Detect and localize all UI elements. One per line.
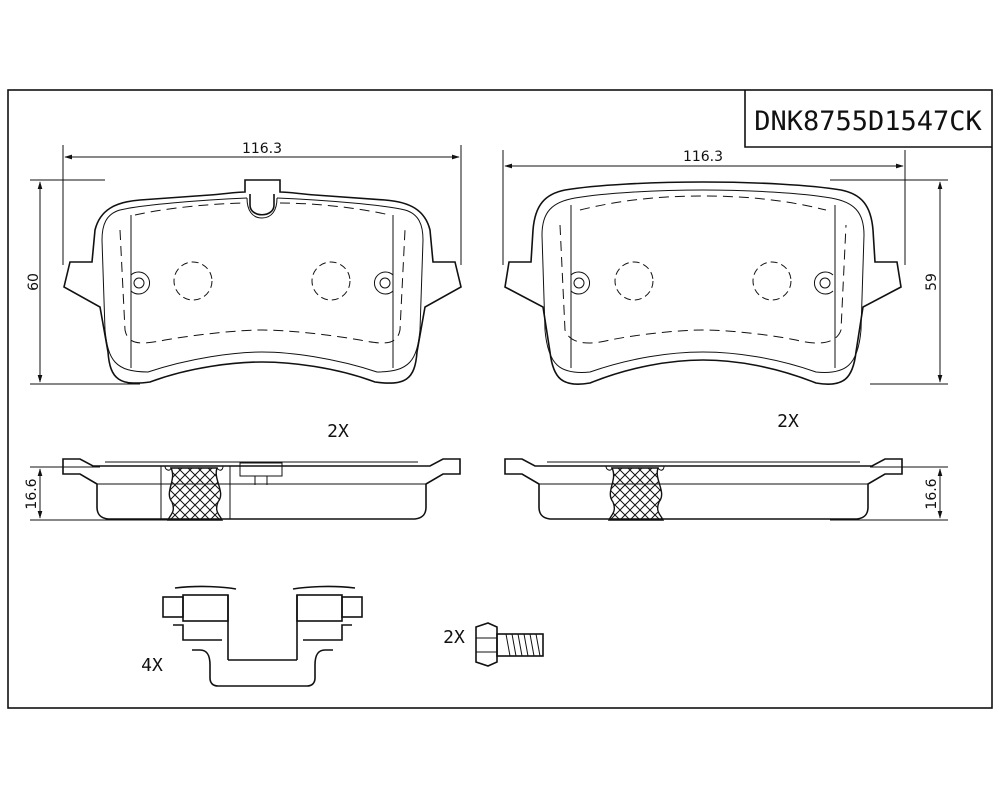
right-pad-quantity: 2X xyxy=(777,411,799,432)
drawing-border xyxy=(7,89,993,709)
right-pad-friction-hatch xyxy=(607,467,665,521)
left-pad-quantity: 2X xyxy=(327,421,349,442)
right-pad-front-view: 116.3 59 xyxy=(502,149,948,385)
left-height-dimension: 60 xyxy=(26,273,42,291)
right-height-dimension: 59 xyxy=(924,273,940,291)
left-pad-friction-hatch xyxy=(166,467,224,521)
left-width-dimension: 116.3 xyxy=(242,141,282,157)
left-pad-holes xyxy=(130,261,394,301)
left-thickness-dimension: 16.6 xyxy=(24,478,40,509)
bolt-quantity: 2X xyxy=(443,627,465,648)
part-number: DNK8755D1547CK xyxy=(754,106,982,137)
right-width-dimension: 116.3 xyxy=(683,149,723,165)
retaining-clip xyxy=(162,585,363,687)
left-pad-side-view: 16.6 xyxy=(24,458,461,521)
left-pad-front-view: 116.3 60 xyxy=(26,141,462,385)
clip-quantity: 4X xyxy=(141,655,163,676)
right-pad-side-view: 16.6 xyxy=(504,458,948,521)
title-block: DNK8755D1547CK xyxy=(744,90,992,148)
guide-bolt xyxy=(475,622,544,667)
right-thickness-dimension: 16.6 xyxy=(924,478,940,509)
right-pad-holes xyxy=(570,261,834,301)
